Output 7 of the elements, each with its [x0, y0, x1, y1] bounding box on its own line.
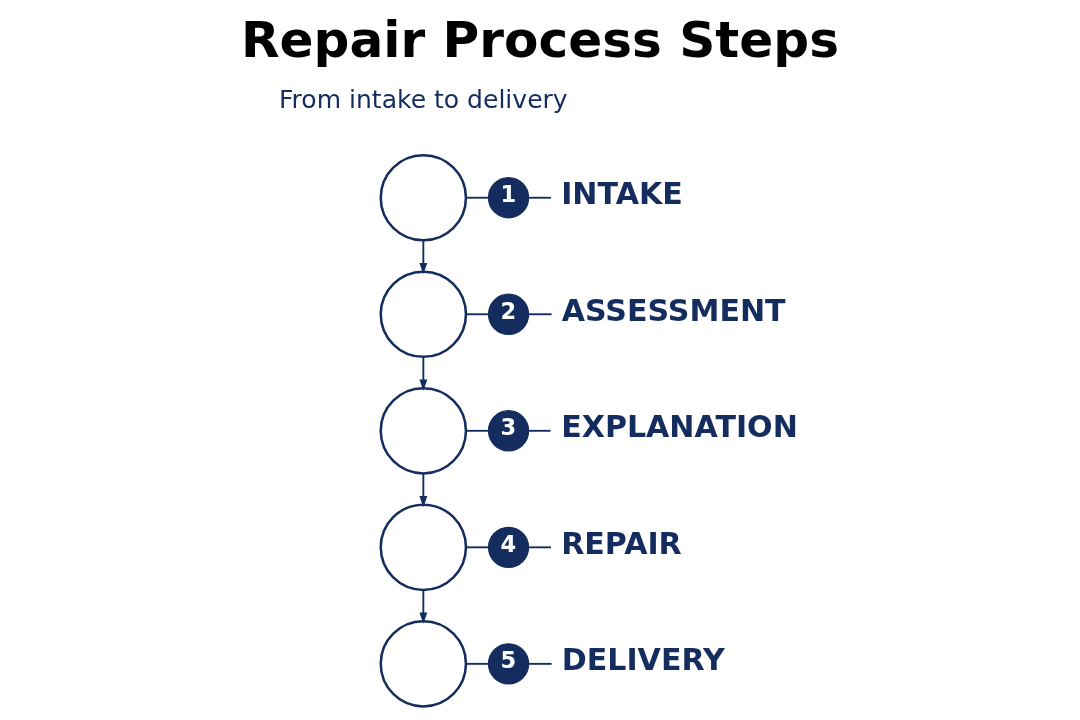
diagram-title: Repair Process Steps	[240, 10, 839, 70]
node-text: ASSESSMENT	[561, 292, 786, 328]
node-text: INTAKE	[560, 176, 683, 212]
node-text: REPAIR	[560, 525, 682, 561]
node-text: DELIVERY	[561, 642, 725, 678]
node-text: EXPLANATION	[560, 409, 798, 445]
label: From intake to delivery	[278, 84, 568, 114]
